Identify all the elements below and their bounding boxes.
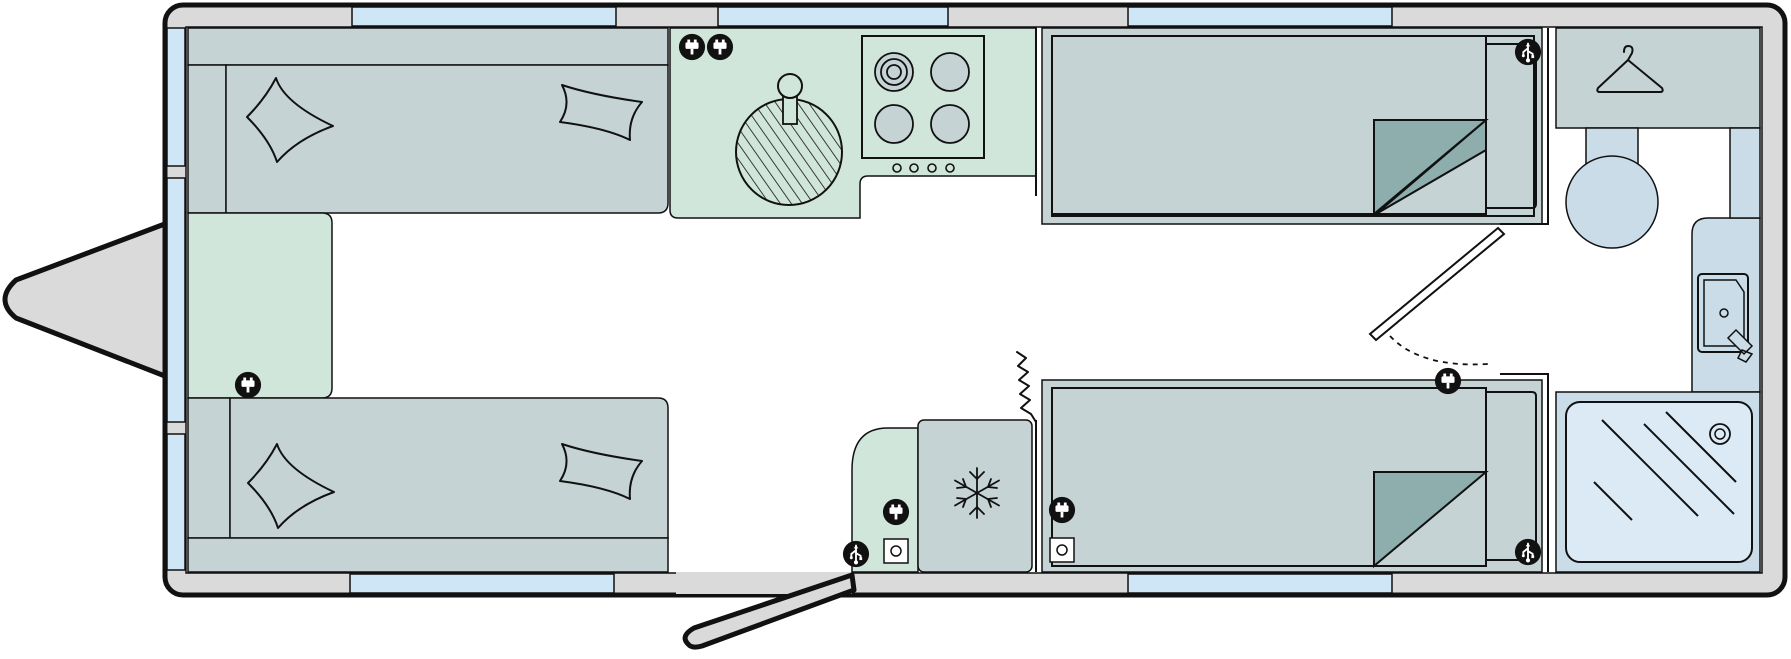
shower-tray[interactable] [1565, 401, 1753, 563]
door-swing-arc [1389, 335, 1489, 366]
front-window-bottom [166, 433, 186, 571]
basin-drain [1719, 308, 1729, 318]
window-top-bedroom [1127, 6, 1393, 27]
pillow-icon [246, 77, 334, 163]
wardrobe[interactable] [1555, 27, 1761, 129]
pillow-icon [559, 84, 643, 141]
usb-socket-icon [1514, 538, 1542, 566]
washroom-cabinet [1729, 127, 1761, 219]
shower-drain [1709, 423, 1731, 445]
double-socket-icon [678, 33, 706, 61]
burner-back-right [930, 104, 970, 144]
snowflake-icon [954, 467, 1000, 519]
shower-glass-line [1643, 423, 1735, 515]
hob-knob [945, 163, 955, 173]
bed-top-duvet-corner [1373, 119, 1489, 217]
bed-bottom-duvet-corner [1373, 471, 1489, 569]
front-lounge [187, 27, 669, 573]
pillow-icon [247, 443, 335, 529]
sofa-top-backrest [187, 27, 669, 66]
socket-icon [882, 498, 910, 526]
window-bottom-bedroom [1127, 573, 1393, 594]
bedroom [1041, 27, 1549, 573]
burner-front-right [930, 52, 970, 92]
shower-glass-line [1593, 481, 1633, 521]
aerial-socket-icon [1049, 537, 1075, 563]
usb-socket-icon [1514, 38, 1542, 66]
heater-icon [1016, 351, 1037, 423]
pillow-icon [559, 443, 643, 500]
aerial-socket-ring [1056, 544, 1068, 556]
sofa-bottom-end [187, 397, 231, 539]
aerial-socket-ring [890, 545, 902, 557]
low-worktop [851, 427, 919, 573]
front-table [187, 212, 333, 399]
aerial-socket-icon [883, 538, 909, 564]
sofa-top-seat [225, 64, 669, 214]
sofa-bottom-seat [229, 397, 669, 539]
sofa-top-end [187, 64, 227, 214]
socket-icon [234, 371, 262, 399]
kitchen-tap [777, 73, 803, 99]
shower-glass-line [1601, 419, 1699, 517]
double-socket-icon [706, 33, 734, 61]
entrance-door[interactable] [682, 572, 857, 650]
window-bottom-lounge [349, 573, 615, 594]
bedroom-wall-top [1500, 28, 1549, 225]
washroom-door[interactable] [1368, 226, 1506, 342]
bedroom-wall-bottom [1500, 373, 1549, 572]
shower-glass-line [1665, 411, 1737, 483]
basin-tap [1726, 328, 1754, 363]
burner-ring [880, 58, 908, 86]
hob-icon [861, 35, 985, 159]
usb-socket-icon [842, 540, 870, 568]
fridge[interactable] [917, 419, 1033, 573]
front-window-centre [166, 177, 186, 423]
toilet-bowl[interactable] [1565, 155, 1659, 249]
socket-icon [1434, 367, 1462, 395]
front-window-top [166, 27, 186, 167]
shower-drain-inner [1714, 428, 1726, 440]
burner-back-left [874, 104, 914, 144]
socket-icon [1048, 496, 1076, 524]
hob-knob [927, 163, 937, 173]
a-frame [2, 219, 173, 381]
basin-inner [1703, 279, 1745, 347]
hob-knob [909, 163, 919, 173]
window-top-lounge [351, 6, 617, 27]
hob-knob [892, 163, 902, 173]
hanger-icon [1596, 45, 1664, 93]
window-top-kitchen [717, 6, 949, 27]
washroom [1555, 27, 1761, 573]
sofa-bottom-backrest [187, 537, 669, 573]
burner-ring [886, 64, 902, 80]
kitchen [669, 27, 1037, 573]
